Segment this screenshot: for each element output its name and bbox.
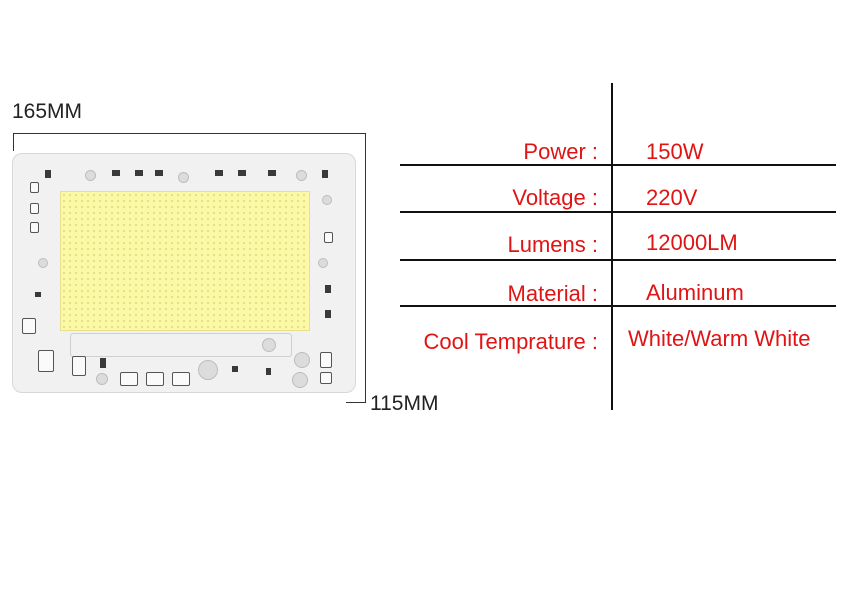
side-chip [30, 182, 39, 193]
smd-component [232, 366, 238, 372]
spec-row-divider [400, 164, 836, 166]
mounting-hole [178, 172, 189, 183]
side-chip [30, 222, 39, 233]
spec-value-voltage: 220V [646, 185, 698, 210]
driver-chip [172, 372, 190, 386]
mounting-hole [294, 352, 310, 368]
driver-chip [320, 352, 332, 368]
mounting-hole [322, 195, 332, 205]
spec-value-power: 150W [646, 139, 704, 164]
mounting-hole [296, 170, 307, 181]
side-chip [38, 350, 54, 372]
spec-row-divider [400, 259, 836, 261]
smd-component [135, 170, 143, 176]
side-chip [324, 232, 333, 243]
smd-component [322, 170, 328, 178]
mounting-hole [96, 373, 108, 385]
spec-table-divider [611, 83, 613, 410]
spec-value-material: Aluminum [646, 280, 744, 305]
driver-chip [146, 372, 164, 386]
varistor-component [198, 360, 218, 380]
smd-component [155, 170, 163, 176]
driver-circuit-strip [70, 333, 292, 357]
spec-label-voltage: Voltage : [512, 185, 598, 210]
smd-component [112, 170, 120, 176]
width-dimension-tick-right [365, 133, 366, 403]
driver-chip [320, 372, 332, 384]
spec-row-divider [400, 305, 836, 307]
spec-label-lumens: Lumens : [507, 232, 599, 257]
width-dimension-line [13, 133, 366, 134]
spec-value-lumens: 12000LM [646, 230, 738, 255]
driver-chip [120, 372, 138, 386]
spec-label-power: Power : [523, 139, 598, 164]
mounting-hole [38, 258, 48, 268]
spec-row-divider [400, 211, 836, 213]
smd-component [215, 170, 223, 176]
spec-value-cool-temperature: White/Warm White [628, 326, 811, 351]
smd-component [100, 358, 106, 368]
smd-component [238, 170, 246, 176]
led-emitter-area [60, 191, 310, 331]
side-chip [30, 203, 39, 214]
mounting-hole [85, 170, 96, 181]
spec-label-cool-temperature: Cool Temprature : [423, 329, 598, 354]
height-dimension-label: 115MM [370, 392, 439, 415]
smd-component [35, 292, 41, 297]
smd-component [266, 368, 271, 375]
side-chip [22, 318, 36, 334]
smd-component [45, 170, 51, 178]
width-dimension-tick-left [13, 133, 14, 151]
smd-component [268, 170, 276, 176]
smd-component [325, 310, 331, 318]
adjustment-dial [262, 338, 276, 352]
mounting-hole [292, 372, 308, 388]
spec-label-material: Material : [507, 281, 598, 306]
width-dimension-label: 165MM [12, 100, 83, 123]
mounting-hole [318, 258, 328, 268]
smd-component [325, 285, 331, 293]
height-dimension-line [346, 402, 366, 403]
driver-chip [72, 356, 86, 376]
